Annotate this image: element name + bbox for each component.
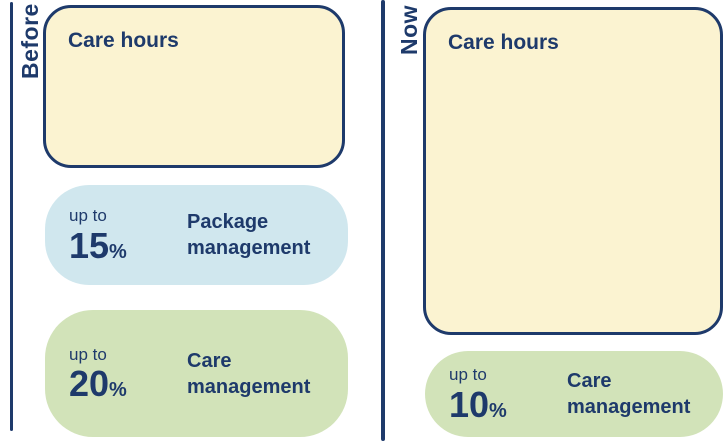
care-before-stat-value: 20 <box>69 363 110 405</box>
care-hours-card-now: Care hours <box>423 7 723 335</box>
now-divider-line <box>381 0 385 441</box>
care-hours-card-before: Care hours <box>43 5 345 168</box>
care-hours-title-before: Care hours <box>68 29 179 52</box>
care-management-pill-now: up to 10% Care management <box>425 351 723 437</box>
package-stat-value: 15 <box>69 224 110 266</box>
care-management-label-before: Care management <box>187 349 311 398</box>
care-now-stat-unit: % <box>489 399 507 422</box>
care-management-label-now: Care management <box>567 370 691 418</box>
care-before-stat-unit: % <box>109 379 127 402</box>
care-now-stat-value: 10 <box>449 383 490 425</box>
care-management-stat-before: up to 20% <box>69 344 187 403</box>
before-divider-line <box>10 2 13 431</box>
care-management-stat-now: up to 10% <box>449 364 567 423</box>
now-label: Now <box>396 4 422 55</box>
package-stat-prefix: up to <box>69 206 107 226</box>
care-now-stat-prefix: up to <box>449 365 487 385</box>
care-management-pill-before: up to 20% Care management <box>45 310 348 437</box>
package-management-pill: up to 15% Package management <box>45 185 348 285</box>
package-stat-unit: % <box>109 240 127 263</box>
package-management-label: Package management <box>187 211 311 259</box>
care-before-stat-prefix: up to <box>69 344 107 364</box>
package-management-stat: up to 15% <box>69 205 187 264</box>
before-label: Before <box>17 3 43 79</box>
care-hours-title-now: Care hours <box>448 31 559 54</box>
